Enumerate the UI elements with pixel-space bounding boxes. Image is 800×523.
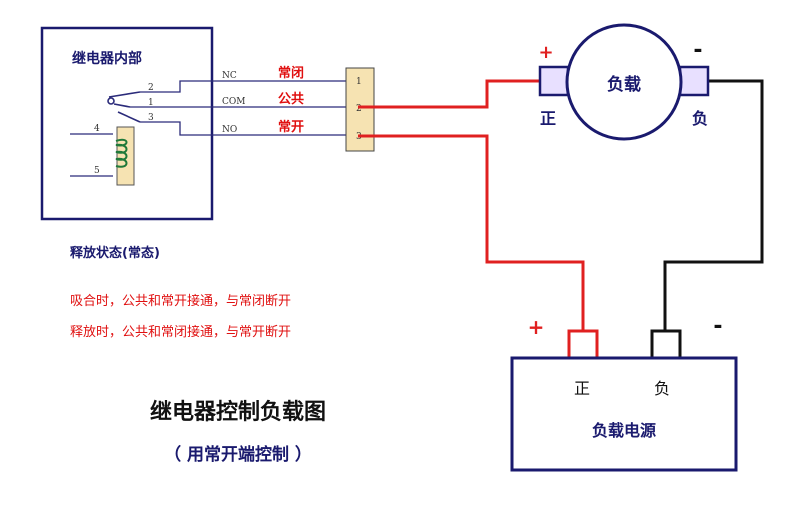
com-label: COM [222, 97, 245, 107]
power-negative-label: 负 [654, 379, 670, 398]
note-line-1: 吸合时，公共和常开接通，与常闭断开 [70, 293, 291, 309]
note-line-2: 释放时，公共和常闭接通，与常开断开 [70, 324, 291, 340]
nc-label: NC [222, 71, 237, 81]
load-name: 负载 [607, 74, 641, 95]
pin-2-label: 2 [148, 83, 154, 93]
load-negative-sign: - [693, 38, 702, 63]
power-negative-sign: - [713, 314, 722, 339]
no-cn-label: 常开 [278, 119, 304, 135]
power-positive-sign: + [528, 315, 545, 339]
nc-cn-label: 常闭 [278, 65, 304, 81]
relay-box-title: 继电器内部 [72, 50, 142, 67]
power-positive-label: 正 [574, 379, 590, 398]
relay-coil-winding [115, 138, 128, 168]
contact-wires [70, 80, 346, 177]
pin-3-label: 3 [148, 113, 154, 123]
load-positive-sign: + [538, 42, 553, 63]
load-positive-connector [538, 65, 570, 97]
com-cn-label: 公共 [278, 91, 304, 107]
diagram-title: 继电器控制负载图 [150, 399, 326, 425]
no-label: NO [222, 125, 237, 135]
power-negative-connector [650, 329, 682, 361]
power-source-name: 负载电源 [592, 421, 656, 440]
load-body [565, 23, 683, 141]
power-positive-connector [567, 329, 599, 361]
contact-switch-symbol [107, 91, 141, 123]
terminal-2-label: 2 [356, 104, 362, 114]
diagram-subtitle: （ 用常开端控制 ） [164, 444, 312, 465]
black-wire-load-to-power [663, 79, 764, 331]
load-negative-connector [678, 65, 710, 97]
relay-internal-box [40, 26, 214, 221]
terminal-1-label: 1 [356, 77, 362, 87]
load-positive-label: 正 [540, 109, 556, 128]
power-source-box [510, 356, 738, 472]
pin-5-label: 5 [94, 166, 100, 176]
load-negative-label: 负 [692, 109, 708, 128]
state-caption: 释放状态(常态) [70, 245, 160, 261]
pin-1-label: 1 [148, 98, 154, 108]
red-wire-no-to-power [358, 134, 585, 332]
red-wire-com-to-load [358, 79, 540, 109]
pin-4-label: 4 [94, 124, 100, 134]
